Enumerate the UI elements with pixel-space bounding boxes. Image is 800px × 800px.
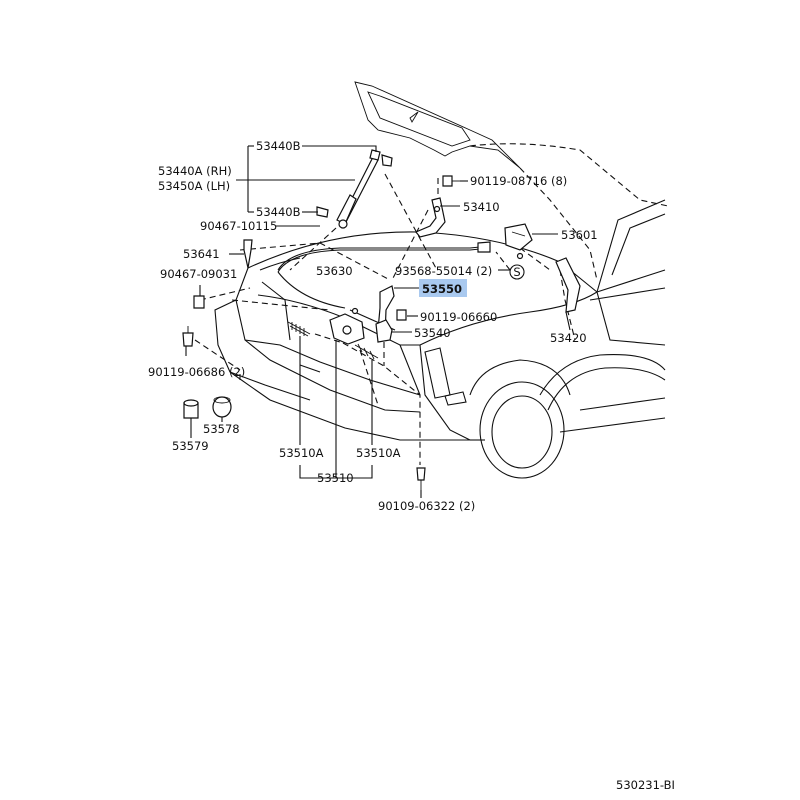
label-53420[interactable]: 53420	[550, 331, 587, 345]
label-53510a-left[interactable]: 53510A	[279, 446, 324, 460]
service-symbol: S	[509, 264, 525, 280]
hood-cable-hook	[351, 252, 524, 315]
label-53601[interactable]: 53601	[561, 228, 598, 242]
hood-support-clip-top	[381, 154, 393, 167]
label-53540[interactable]: 53540	[414, 326, 451, 340]
label-53630[interactable]: 53630	[316, 264, 353, 278]
hood-support-clip-bottom	[316, 206, 329, 218]
car-body-drawing	[214, 81, 669, 479]
hood-hinge-lh	[555, 257, 581, 313]
label-53410[interactable]: 53410	[463, 200, 500, 214]
label-93568-55014[interactable]: 93568-55014 (2)	[395, 264, 492, 278]
cushion-53579	[183, 399, 199, 419]
label-53641[interactable]: 53641	[183, 247, 220, 261]
label-53440b-top[interactable]: 53440B	[256, 139, 301, 153]
label-53510a-right[interactable]: 53510A	[356, 446, 401, 460]
label-90119-06686[interactable]: 90119-06686 (2)	[148, 365, 245, 379]
hood-lock-release-lever	[504, 223, 533, 251]
diagram-code: 530231-BI	[616, 778, 675, 792]
support-53540	[375, 319, 393, 343]
label-53550[interactable]: 53550	[422, 282, 462, 296]
label-53579[interactable]: 53579	[172, 439, 209, 453]
bolt-90119-06686	[182, 326, 194, 347]
service-symbol-letter: S	[513, 265, 520, 279]
label-90109-06322[interactable]: 90109-06322 (2)	[378, 499, 475, 513]
label-90467-09031[interactable]: 90467-09031	[160, 267, 237, 281]
clip-90467-09031	[193, 295, 205, 309]
hood-lock-assy	[329, 313, 365, 345]
label-90467-10115[interactable]: 90467-10115	[200, 219, 277, 233]
label-53440a-rh[interactable]: 53440A (RH)	[158, 164, 232, 178]
label-90119-06660[interactable]: 90119-06660	[420, 310, 497, 324]
bolt-90119-08716	[442, 175, 460, 187]
cable-clamp-53641	[243, 239, 253, 269]
cushion-53578	[212, 396, 232, 418]
part-highlight	[419, 279, 467, 297]
label-53450a-lh[interactable]: 53450A (LH)	[158, 179, 230, 193]
bolt-90119-06660	[396, 309, 407, 321]
label-90119-08716[interactable]: 90119-08716 (8)	[470, 174, 567, 188]
location-dashes	[194, 173, 576, 465]
label-53440b-bottom[interactable]: 53440B	[256, 205, 301, 219]
hood-lock-cable	[277, 241, 491, 309]
hood-hinge-rh	[415, 197, 446, 238]
part-labels: 53440B 53440A (RH) 53450A (LH) 53440B 90…	[148, 139, 675, 792]
hood-lock-springs	[287, 321, 379, 360]
label-53578[interactable]: 53578	[203, 422, 240, 436]
leader-lines	[185, 145, 571, 498]
bolt-90109-06322	[416, 467, 426, 490]
label-53510[interactable]: 53510	[317, 471, 354, 485]
hood-support-rod	[336, 149, 381, 229]
